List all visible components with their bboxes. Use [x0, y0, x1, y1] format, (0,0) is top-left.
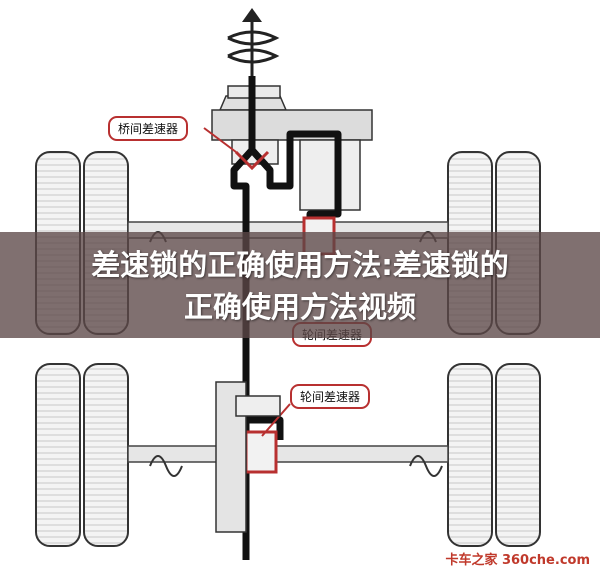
rear-right-wheels: [447, 363, 541, 547]
watermark-logo: 卡车之家 360che.com: [441, 548, 594, 569]
inter-axle-differential-label: 桥间差速器: [108, 116, 189, 141]
input-rotation-arrow-icon: [227, 8, 280, 76]
rear-left-wheels: [35, 363, 129, 547]
rear-axle: [127, 445, 449, 463]
label-leader-lines: [203, 127, 237, 153]
banner-line-1: 差速锁的正确使用方法:差速锁的: [91, 248, 509, 282]
title-banner-text: 差速锁的正确使用方法:差速锁的 正确使用方法视频: [0, 244, 600, 328]
inter-axle-diff-highlight: [234, 150, 270, 171]
rear-differential-housing: [215, 381, 281, 533]
title-banner: [0, 232, 600, 338]
inter-wheel-differential-label-lower: 轮间差速器: [290, 384, 371, 409]
banner-line-2: 正确使用方法视频: [183, 290, 416, 324]
